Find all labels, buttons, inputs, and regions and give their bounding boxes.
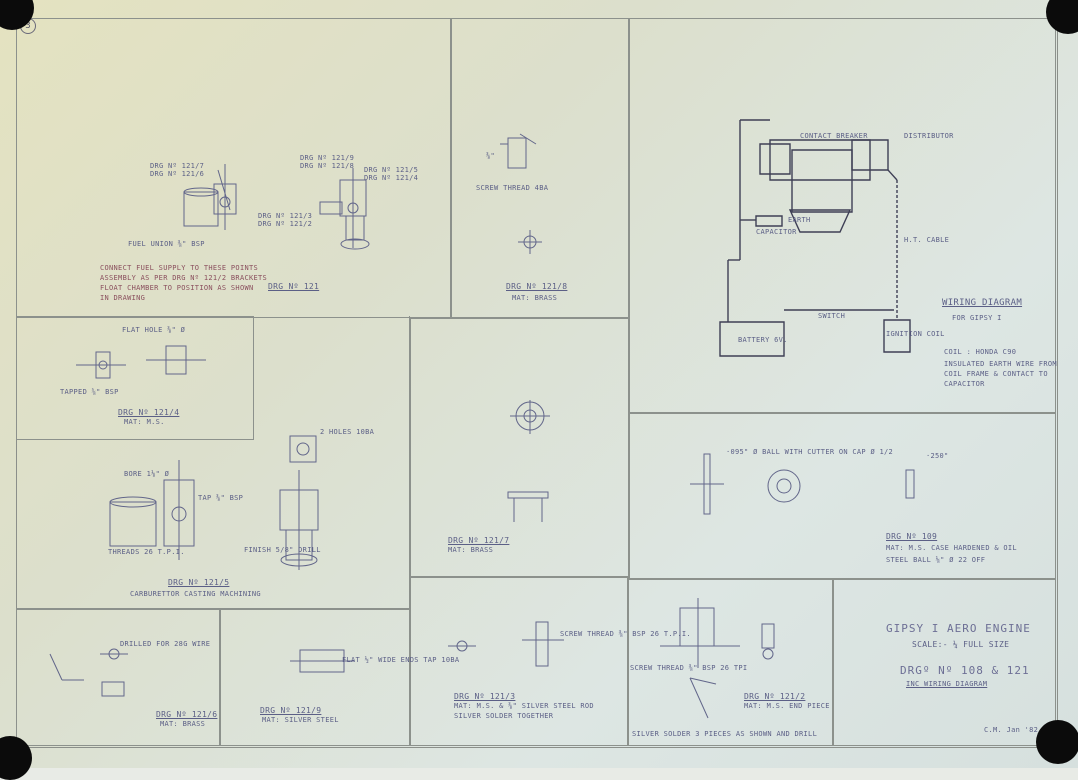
wiring-subtitle: FOR GIPSY I xyxy=(952,314,1002,322)
fuel-union-label: FUEL UNION ⅜" BSP xyxy=(128,240,205,248)
screw-sketch-121-8 xyxy=(490,134,570,264)
part-sketch-121-4 xyxy=(76,332,216,392)
drg-121-9-title: DRG Nº 121/9 xyxy=(260,706,322,715)
note-121-8-thread: SCREW THREAD 4BA xyxy=(476,184,549,192)
label-earth: EARTH xyxy=(788,216,811,224)
scale-text: SCALE:- ¼ FULL SIZE xyxy=(912,640,1010,649)
note-121-6: DRG Nº 121/6 xyxy=(150,170,205,178)
wiring-note-3: COIL FRAME & CONTACT TO xyxy=(944,370,1048,378)
drg-121-4-mat: MAT: M.S. xyxy=(124,418,165,426)
panel-drg-121-7 xyxy=(410,318,630,578)
corner-pin-bottom-right xyxy=(1036,720,1078,764)
wiring-note-2: INSULATED EARTH WIRE FROM xyxy=(944,360,1057,368)
drg-121-title: DRG Nº 121 xyxy=(268,282,320,291)
panel-drg-121-9 xyxy=(220,608,410,746)
note-121-6: DRILLED FOR 28G WIRE xyxy=(120,640,211,648)
panel-drg-121-4 xyxy=(16,316,254,440)
note-121-5-threads: THREADS 26 T.P.I. xyxy=(108,548,185,556)
part-sketch-121-2 xyxy=(650,598,800,728)
label-contact-breaker: CONTACT BREAKER xyxy=(800,132,868,140)
drg-121-2-title: DRG Nº 121/2 xyxy=(744,692,806,701)
drg-121-8-mat: MAT: BRASS xyxy=(512,294,558,302)
part-sketch-121-9 xyxy=(290,644,370,684)
part-sketch-109 xyxy=(690,446,940,526)
carburettor-casting-sketch xyxy=(100,430,360,570)
remark-1: CONNECT FUEL SUPPLY TO THESE POINTS xyxy=(100,264,259,272)
drg-number: DRGº Nº 108 & 121 xyxy=(900,664,1030,677)
note-121-5-tap: TAP ⅜" BSP xyxy=(198,494,244,502)
panel-drg-121-8 xyxy=(450,18,630,318)
note-121-4-flat: FLAT HOLE ⅜" Ø xyxy=(122,326,186,334)
part-sketch-121-6 xyxy=(40,640,200,700)
note-121-3: DRG Nº 121/3 xyxy=(258,212,313,220)
drg-109-title: DRG Nº 109 xyxy=(886,532,938,541)
note-121-4-tapped: TAPPED ⅝" BSP xyxy=(60,388,119,396)
drg-121-5-title: DRG Nº 121/5 xyxy=(168,578,230,587)
drg-121-4-title: DRG Nº 121/4 xyxy=(118,408,180,417)
note-121-5: DRG Nº 121/5 xyxy=(364,166,419,174)
note-121-5-finish: FINISH 5/8" DRILL xyxy=(244,546,321,554)
part-sketch-121-3 xyxy=(440,610,580,680)
note-121-8: DRG Nº 121/8 xyxy=(300,162,355,170)
part-sketch-121-7 xyxy=(490,400,590,540)
label-battery: BATTERY 6V. xyxy=(738,336,788,344)
panel-drg-109 xyxy=(628,412,1056,580)
drg-121-3-mat: MAT: M.S. & ⅜" SILVER STEEL ROD xyxy=(454,702,594,710)
engine-title: GIPSY I AERO ENGINE xyxy=(886,622,1031,635)
label-capacitor: CAPACITOR xyxy=(756,228,797,236)
drg-109-mat: MAT: M.S. CASE HARDENED & OIL xyxy=(886,544,1017,552)
panel-drg-121-2 xyxy=(628,578,834,746)
drg-121-5-mat: CARBURETTOR CASTING MACHINING xyxy=(130,590,261,598)
panel-wiring xyxy=(628,18,1056,414)
panel-drg-121 xyxy=(16,18,452,318)
note-121-2-thread: SCREW THREAD ⅜" BSP 26 TPI xyxy=(630,664,748,672)
carburettor-assembly-sketch xyxy=(170,150,400,250)
drg-121-6-mat: MAT: BRASS xyxy=(160,720,206,728)
remark-2: ASSEMBLY AS PER DRG Nº 121/2 BRACKETS xyxy=(100,274,268,282)
label-distributor: DISTRIBUTOR xyxy=(904,132,954,140)
note-121-5-bore: BORE 1⅛" Ø xyxy=(124,470,170,478)
label-ht-cable: H.T. CABLE xyxy=(904,236,950,244)
remark-4: IN DRAWING xyxy=(100,294,146,302)
note-121-4: DRG Nº 121/4 xyxy=(364,174,419,182)
drg-109-mat2: STEEL BALL ⅛" Ø 22 OFF xyxy=(886,556,986,564)
note-109-ball: ·095" Ø BALL WITH CUTTER ON CAP Ø 1/2 xyxy=(726,448,894,456)
panel-drg-121-3 xyxy=(410,576,628,746)
note-121-2: SILVER SOLDER 3 PIECES AS SHOWN AND DRIL… xyxy=(632,730,818,738)
dim-121-8: ⅜" xyxy=(486,152,496,160)
wiring-title: WIRING DIAGRAM xyxy=(942,298,1023,308)
drg-121-3-mat2: SILVER SOLDER TOGETHER xyxy=(454,712,554,720)
remark-3: FLOAT CHAMBER TO POSITION AS SHOWN xyxy=(100,284,254,292)
panel-title-block xyxy=(832,578,1056,746)
wiring-note-4: CAPACITOR xyxy=(944,380,985,388)
note-121-9: FLAT ½" WIDE ENDS TAP 10BA xyxy=(342,656,460,664)
drg-121-9-mat: MAT: SILVER STEEL xyxy=(262,716,339,724)
panel-drg-121-6 xyxy=(16,608,220,746)
drg-121-6-title: DRG Nº 121/6 xyxy=(156,710,218,719)
note-121-9: DRG Nº 121/9 xyxy=(300,154,355,162)
note-121-5-holes: 2 HOLES 10BA xyxy=(320,428,375,436)
signature: C.M. Jan '82 xyxy=(984,726,1039,734)
label-switch: SWITCH xyxy=(818,312,846,320)
drg-121-7-title: DRG Nº 121/7 xyxy=(448,536,510,545)
panel-drg-121-5 xyxy=(16,316,410,610)
title-subtext: INC WIRING DIAGRAM xyxy=(906,680,988,688)
note-121-2: DRG Nº 121/2 xyxy=(258,220,313,228)
drg-121-7-mat: MAT: BRASS xyxy=(448,546,494,554)
dim-109: ·250" xyxy=(926,452,949,460)
note-121-3: SCREW THREAD ⅜" BSP 26 T.P.I. xyxy=(560,630,691,638)
note-121-7: DRG Nº 121/7 xyxy=(150,162,205,170)
wiring-diagram-sketch xyxy=(700,110,920,370)
wiring-note-1: COIL : HONDA C90 xyxy=(944,348,1017,356)
drg-121-3-title: DRG Nº 121/3 xyxy=(454,692,516,701)
label-ignition-coil: IGNITION COIL xyxy=(886,330,945,338)
drg-121-2-mat: MAT: M.S. END PIECE xyxy=(744,702,830,710)
drg-121-8-title: DRG Nº 121/8 xyxy=(506,282,568,291)
